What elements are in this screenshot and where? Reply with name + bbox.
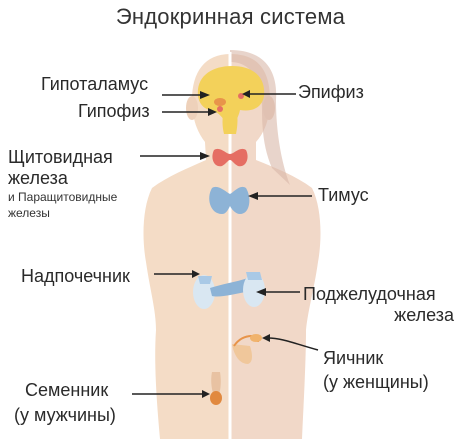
body-right-half (230, 54, 321, 439)
adrenal-pointer-arrow (192, 270, 200, 278)
ovary-gland (250, 334, 262, 342)
brainstem (222, 108, 238, 134)
pineal-pointer-arrow (242, 90, 250, 98)
label-testis-line1: Семенник (25, 380, 109, 400)
label-adrenal: Надпочечник (21, 266, 130, 286)
right-kidney (243, 273, 265, 307)
label-pancreas-line2: железа (394, 305, 454, 325)
label-parathyroid-line2: железы (8, 206, 50, 220)
thymus-pointer-arrow (248, 192, 258, 200)
pineal-gland (238, 93, 244, 99)
label-ovary-line2: (у женщины) (323, 372, 429, 392)
left-ear (186, 96, 198, 120)
thyroid-gland (212, 148, 248, 167)
left-adrenal (198, 276, 212, 284)
diagram-title: Эндокринная система (115, 4, 346, 29)
label-pancreas-line1: Поджелудочная (303, 284, 436, 304)
label-thyroid-line2: железа (8, 168, 68, 188)
ovary-pointer (267, 337, 319, 351)
body-left-half (143, 54, 230, 439)
thyroid-pointer-arrow (200, 152, 210, 160)
label-pineal: Эпифиз (298, 82, 364, 102)
label-thyroid-line1: Щитовидная (8, 147, 113, 167)
label-testis-line2: (у мужчины) (14, 405, 116, 425)
thymus-gland (209, 186, 250, 214)
pituitary-gland (217, 106, 223, 112)
hypothalamus-pointer-arrow (200, 91, 210, 99)
pituitary-pointer-arrow (208, 108, 217, 116)
label-thymus: Тимус (318, 185, 369, 205)
hair (230, 50, 290, 185)
right-adrenal (246, 272, 262, 280)
uterus (232, 344, 252, 364)
testis-gland (210, 391, 222, 405)
pancreas (210, 278, 251, 297)
label-parathyroid-line1: и Паращитовидные (8, 190, 118, 204)
brain (197, 66, 265, 132)
pancreas-pointer-arrow (256, 288, 266, 296)
label-ovary-line1: Яичник (323, 348, 384, 368)
label-hypothalamus: Гипоталамус (41, 74, 149, 94)
ovary-pointer-arrow (262, 334, 270, 342)
hypothalamus-gland (214, 98, 226, 106)
label-pituitary: Гипофиз (78, 101, 150, 121)
testis-pointer-arrow (202, 390, 210, 398)
